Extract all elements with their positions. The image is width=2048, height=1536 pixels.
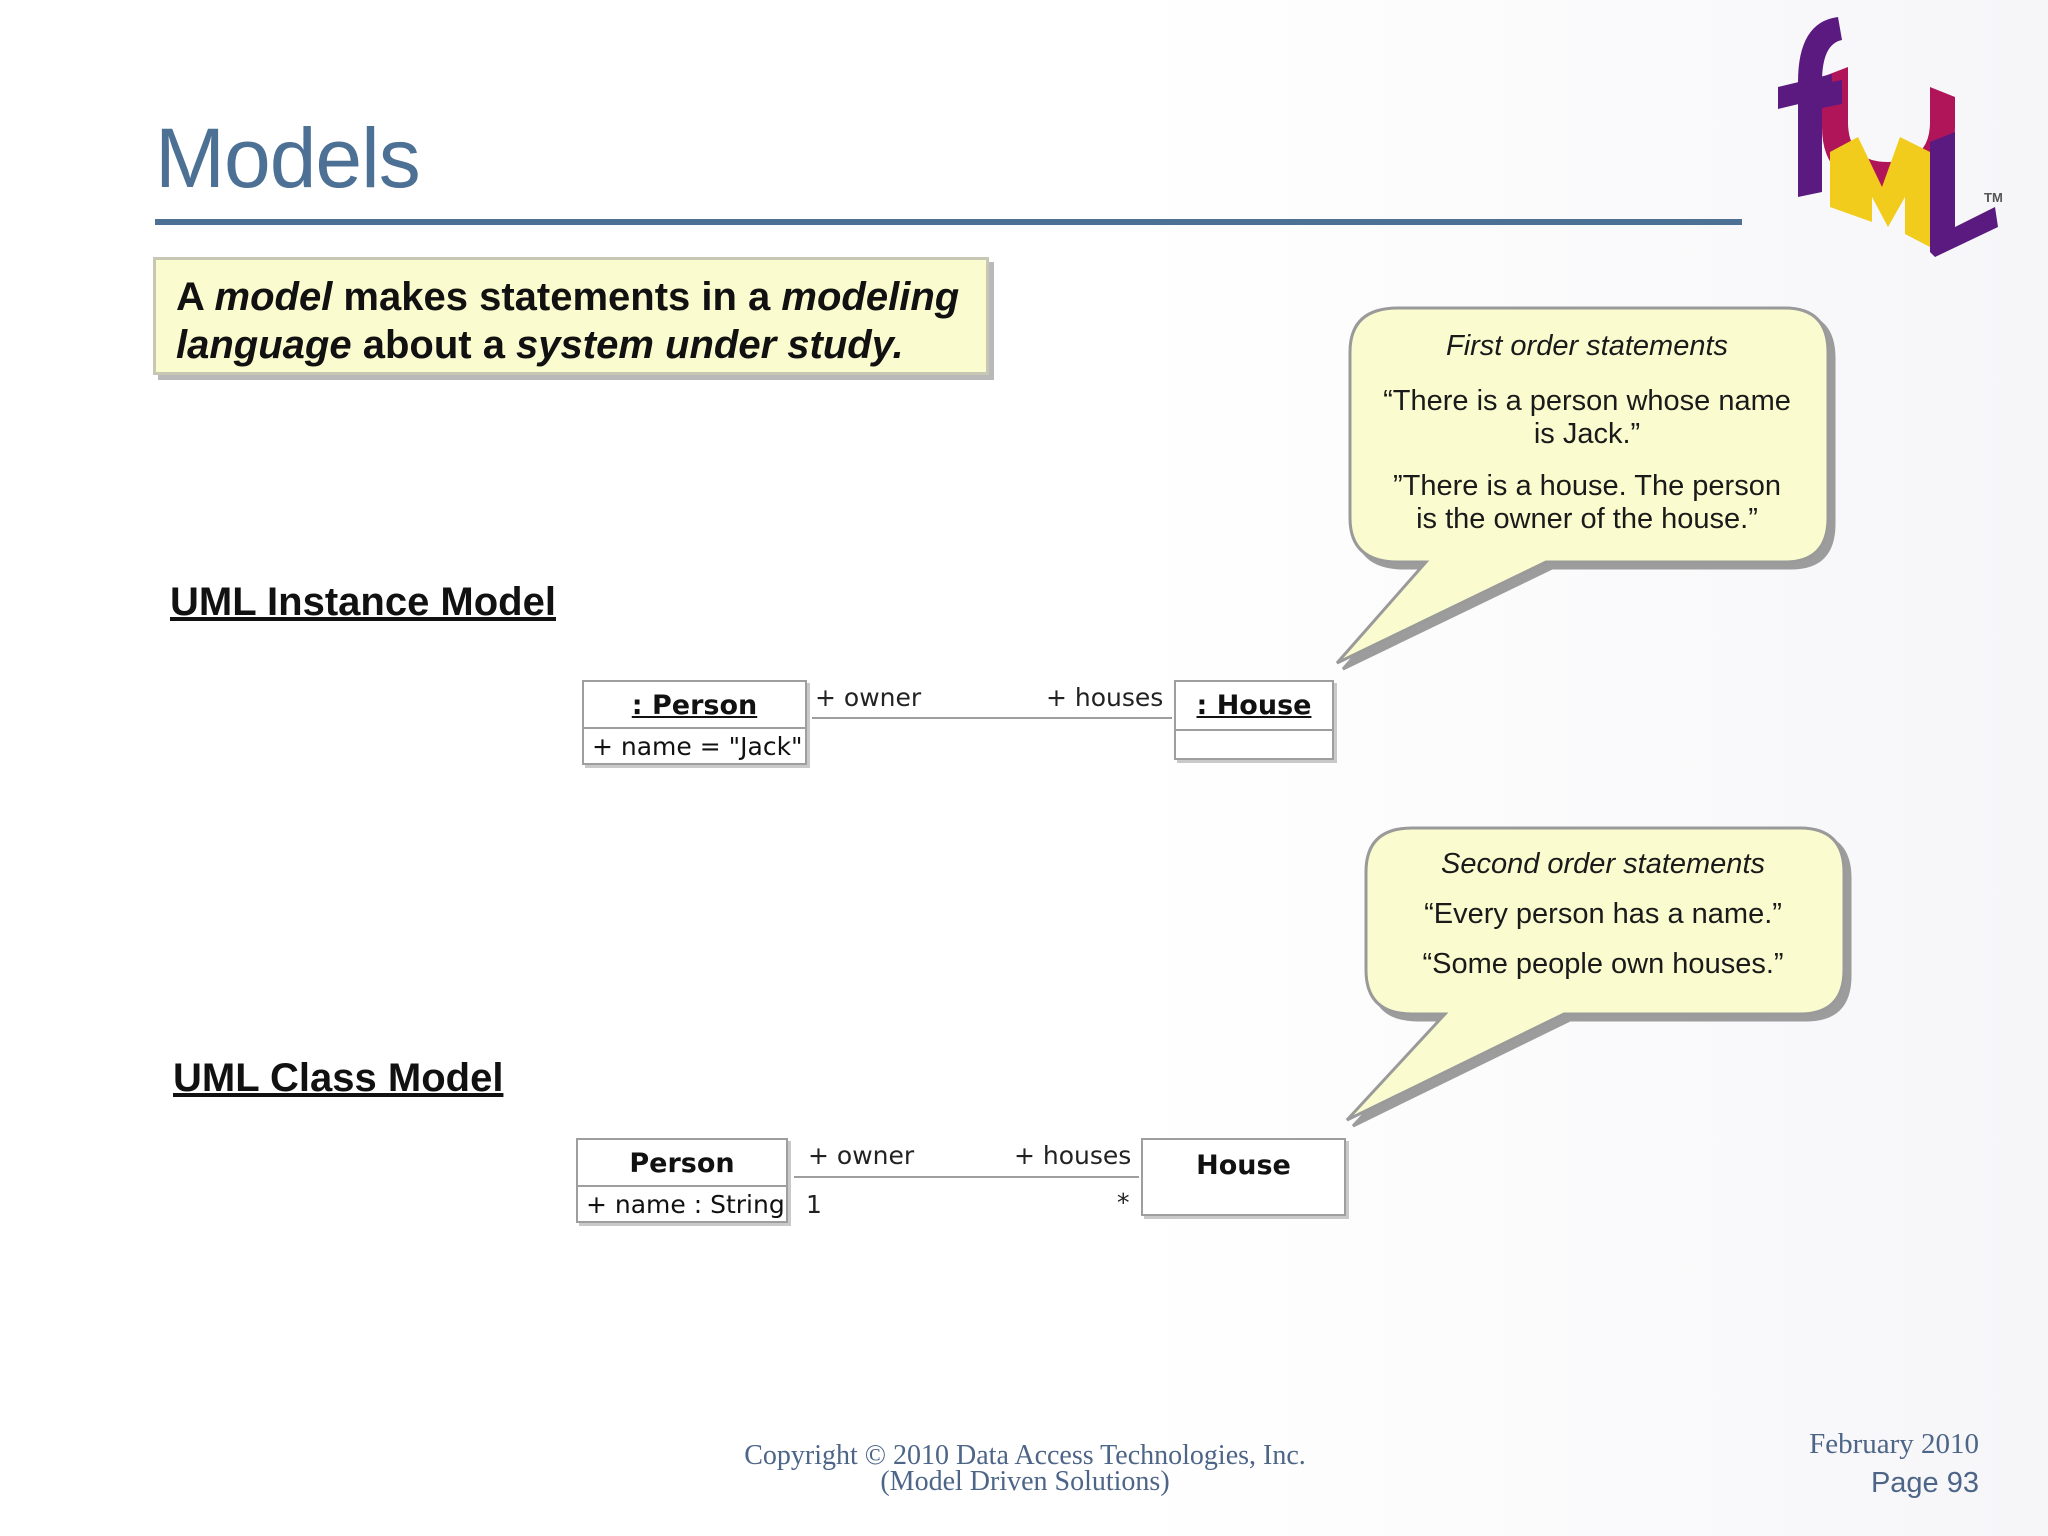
first-order-statement-1a: “There is a person whose name (1383, 385, 1791, 417)
second-order-statement-2: “Some people own houses.” (1422, 948, 1784, 980)
first-order-statement-2a: ”There is a house. The person (1393, 470, 1781, 502)
class-owner-multiplicity: 1 (806, 1190, 822, 1219)
first-order-title: First order statements (1445, 330, 1729, 362)
second-order-statement-1: “Every person has a name.” (1424, 898, 1782, 930)
second-order-callout-bubble (1345, 826, 1846, 1122)
person-instance-attribute: + name = "Jack" (592, 732, 803, 761)
class-association-line (794, 1176, 1139, 1178)
house-instance-name: : House (1196, 690, 1312, 721)
person-instance-name: : Person (631, 690, 758, 721)
instance-houses-role: + houses (1046, 683, 1164, 712)
instance-owner-role: + owner (815, 683, 922, 712)
footer-date: February 2010 (1809, 1428, 1979, 1460)
class-houses-multiplicity: * (1117, 1188, 1130, 1217)
definition-emphasis-model: model (214, 275, 333, 319)
class-owner-role: + owner (808, 1141, 915, 1170)
definition-text-1: A (176, 275, 215, 319)
second-order-title: Second order statements (1440, 848, 1765, 880)
instance-association-line (812, 717, 1172, 719)
trademark-mark: TM (1984, 190, 2003, 205)
definition-emphasis-system: system under study. (516, 323, 904, 367)
class-houses-role: + houses (1014, 1141, 1132, 1170)
instance-model-heading: UML Instance Model (170, 580, 556, 624)
person-class-divider (578, 1185, 786, 1187)
first-order-statement-1b: is Jack.” (1533, 418, 1641, 450)
person-class-box: Person + name : String (576, 1138, 788, 1223)
house-instance-box: : House (1174, 680, 1334, 760)
person-instance-box: : Person + name = "Jack" (582, 680, 807, 765)
first-order-callout-text: First order statements “There is a perso… (1362, 330, 1812, 536)
class-model-heading: UML Class Model (173, 1056, 504, 1100)
house-instance-divider (1176, 729, 1332, 731)
definition-emphasis-modeling-language: modeling language (176, 275, 960, 367)
definition-text-3: about a (351, 323, 517, 367)
footer-copyright: Copyright © 2010 Data Access Technologie… (680, 1440, 1370, 1497)
first-order-statement-2b: is the owner of the house.” (1416, 503, 1758, 535)
person-class-attribute: + name : String (586, 1190, 785, 1219)
title-underline-rule (155, 219, 1742, 225)
footer-company-line: (Model Driven Solutions) (880, 1466, 1170, 1497)
footer-copyright-line: Copyright © 2010 Data Access Technologie… (744, 1440, 1306, 1471)
person-instance-divider (584, 727, 805, 729)
definition-text-2: makes statements in a (332, 275, 782, 319)
house-class-box: House (1141, 1138, 1346, 1216)
model-definition-box: A model makes statements in a modeling l… (153, 257, 989, 375)
house-class-name: House (1196, 1150, 1291, 1181)
footer-page-number: Page 93 (1870, 1467, 1979, 1499)
page-title: Models (155, 111, 421, 205)
second-order-callout-text: Second order statements “Every person ha… (1378, 848, 1828, 981)
person-class-name: Person (629, 1148, 735, 1179)
fuml-logo: TM (1778, 17, 2003, 257)
first-order-callout-bubble (1335, 306, 1830, 665)
